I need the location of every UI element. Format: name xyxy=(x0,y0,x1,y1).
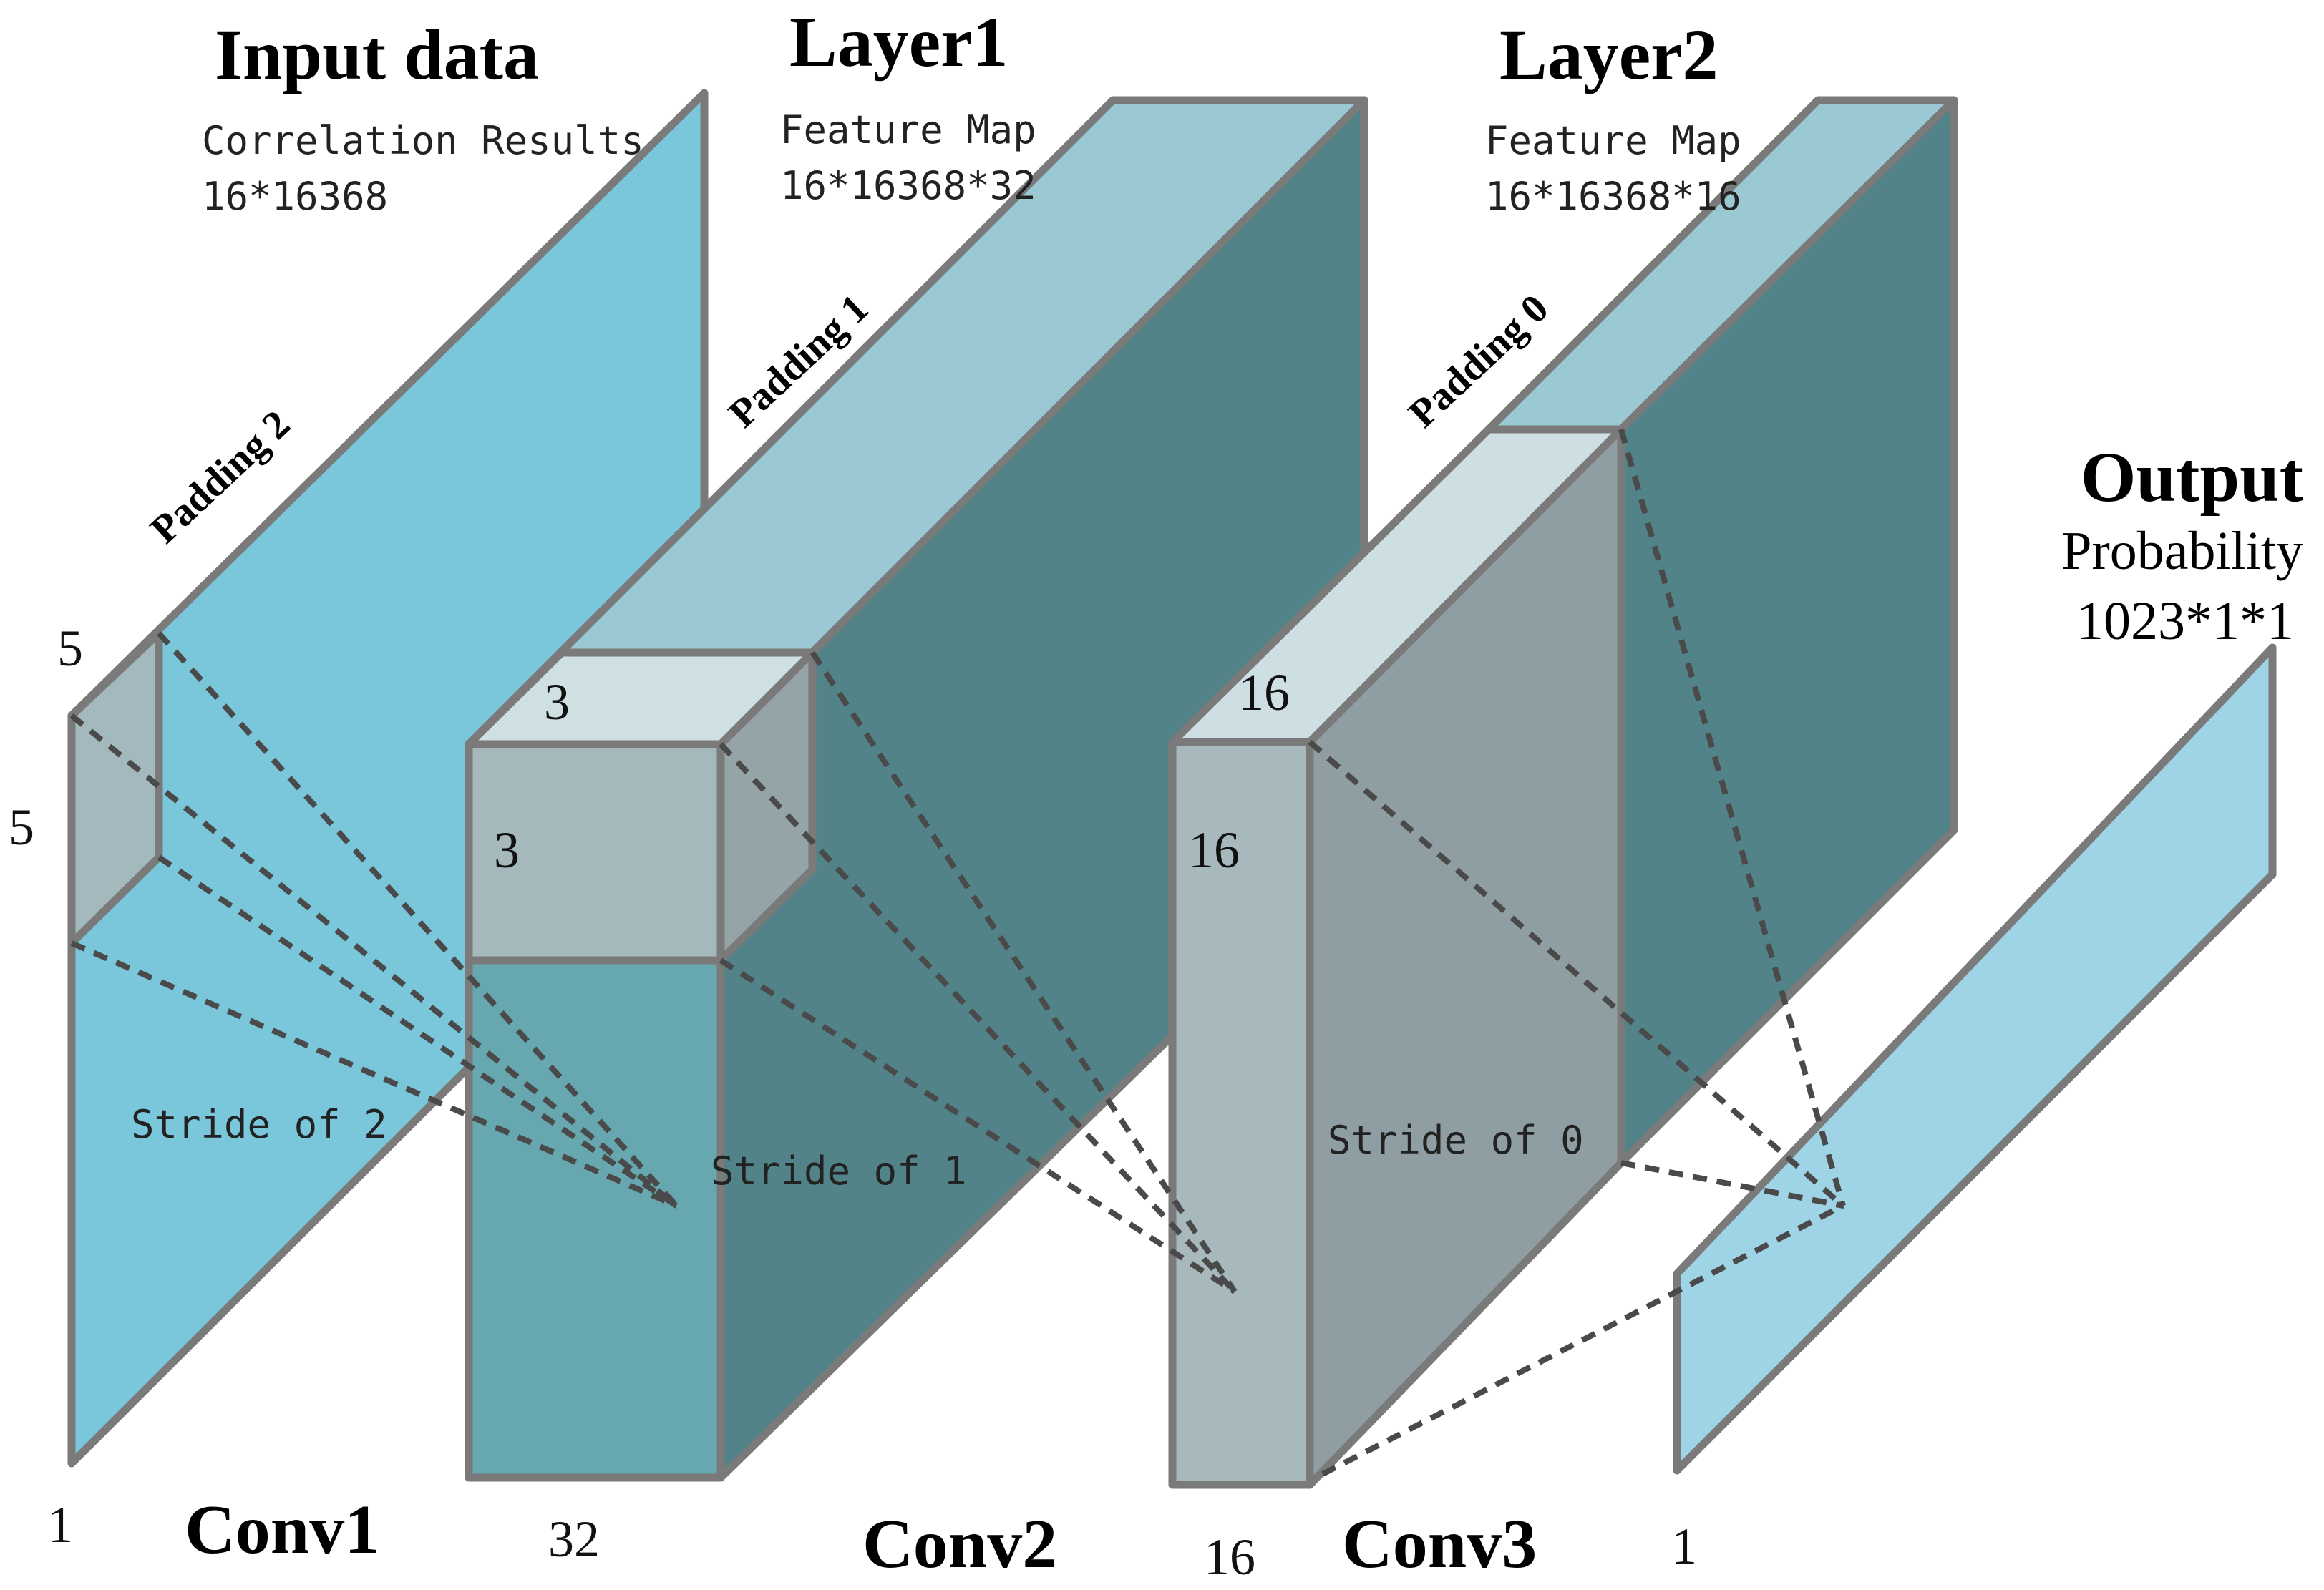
layer2-front-face xyxy=(1168,738,1314,1489)
layer2-size: 16*16368*16 xyxy=(1485,174,1741,219)
output-size: 1023*1*1 xyxy=(2076,591,2294,651)
projection-lines xyxy=(69,428,1846,1477)
proj-line xyxy=(1308,739,1845,1209)
proj-line xyxy=(1618,428,1846,1207)
layer1-depth: 32 xyxy=(548,1511,600,1568)
proj-line xyxy=(157,854,679,1209)
layer2-subtitle: Feature Map xyxy=(1485,118,1741,163)
input-title: Input data xyxy=(215,15,539,94)
output-plane xyxy=(1673,643,2277,1475)
input-kernel-w: 5 xyxy=(57,620,83,677)
input-stride-label: Stride of 2 xyxy=(131,1102,387,1147)
layer1-kernel-h: 3 xyxy=(494,821,520,879)
proj-line xyxy=(1321,1203,1844,1477)
layer2-stride-label: Stride of 0 xyxy=(1328,1118,1584,1163)
proj-line xyxy=(719,957,1237,1294)
layer1-kernel-w: 3 xyxy=(544,673,570,731)
input-kernel-h: 5 xyxy=(9,799,34,856)
output-title: Output xyxy=(2081,437,2303,517)
layer2-kernel-w: 16 xyxy=(1238,664,1290,721)
layer1-stride-label: Stride of 1 xyxy=(711,1148,967,1194)
layer1-subtitle: Feature Map xyxy=(780,107,1036,152)
output-subtitle: Probability xyxy=(2061,521,2303,581)
conv2-label: Conv2 xyxy=(862,1506,1057,1583)
proj-line xyxy=(1620,1160,1844,1209)
proj-line xyxy=(157,631,679,1208)
input-size: 16*16368 xyxy=(202,174,388,219)
layer2-depth: 16 xyxy=(1204,1528,1255,1586)
layer1-title: Layer1 xyxy=(789,2,1008,82)
proj-line xyxy=(719,742,1237,1294)
layer2-box xyxy=(1168,96,1958,1489)
layer1-size: 16*16368*32 xyxy=(780,163,1036,208)
layer2-title: Layer2 xyxy=(1499,15,1718,94)
conv3-label: Conv3 xyxy=(1342,1506,1537,1583)
proj-line xyxy=(809,650,1238,1294)
input-subtitle: Correlation Results xyxy=(202,118,644,163)
layer2-kernel-h: 16 xyxy=(1188,821,1240,879)
proj-line xyxy=(69,713,679,1209)
output-depth: 1 xyxy=(1671,1518,1697,1575)
layer1-box xyxy=(465,96,1368,1482)
proj-line xyxy=(70,940,678,1209)
input-depth: 1 xyxy=(47,1496,73,1554)
conv1-label: Conv1 xyxy=(185,1491,379,1569)
